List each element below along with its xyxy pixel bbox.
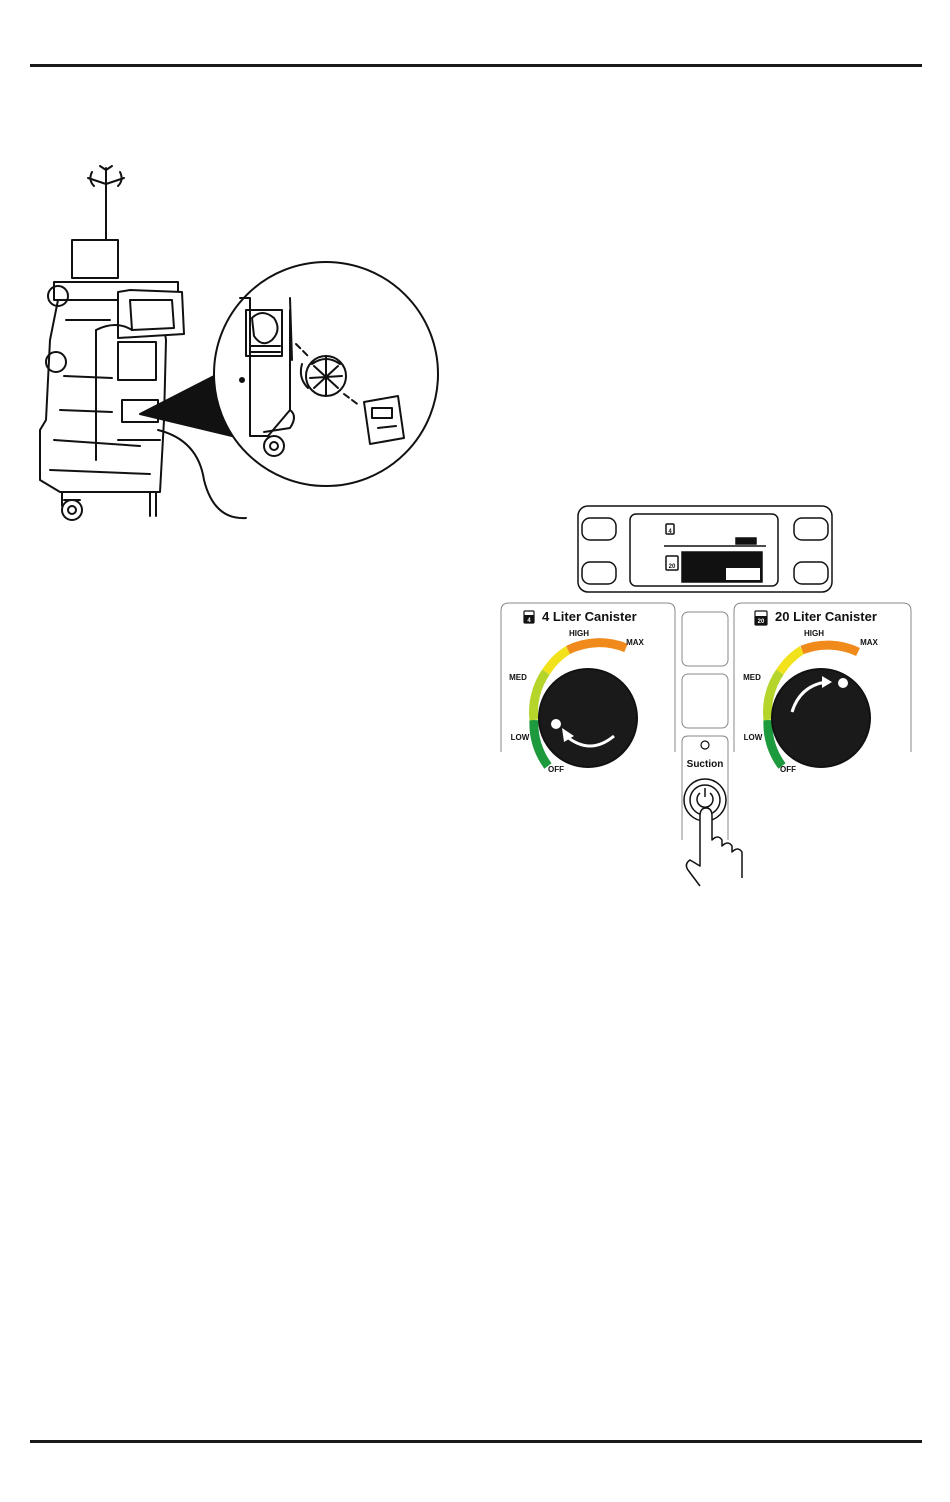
center-button-top[interactable] bbox=[682, 612, 728, 666]
right-label-high: HIGH bbox=[804, 629, 824, 638]
left-panel-title: 4 Liter Canister bbox=[542, 609, 637, 624]
left-label-high: HIGH bbox=[569, 629, 589, 638]
display-button-bottom-right[interactable] bbox=[794, 562, 828, 584]
suction-label: Suction bbox=[687, 759, 724, 770]
suction-indicator-light bbox=[701, 741, 709, 749]
left-knob-indicator bbox=[551, 719, 561, 729]
right-canister-icon-number: 20 bbox=[758, 619, 765, 625]
display-unit bbox=[578, 506, 832, 592]
right-label-max: MAX bbox=[860, 638, 878, 647]
bottom-rule bbox=[30, 1440, 922, 1443]
left-knob[interactable] bbox=[539, 669, 637, 767]
right-label-off: OFF bbox=[780, 765, 796, 774]
left-label-off: OFF bbox=[548, 765, 564, 774]
display-large-canister-icon: 20 bbox=[669, 564, 676, 570]
right-knob-indicator bbox=[838, 678, 848, 688]
left-label-low: LOW bbox=[511, 733, 530, 742]
right-label-med: MED bbox=[743, 673, 761, 682]
right-label-low: LOW bbox=[744, 733, 763, 742]
display-button-top-left[interactable] bbox=[582, 518, 616, 540]
right-panel-title: 20 Liter Canister bbox=[775, 609, 877, 624]
display-button-top-right[interactable] bbox=[794, 518, 828, 540]
center-button-middle[interactable] bbox=[682, 674, 728, 728]
left-label-max: MAX bbox=[626, 638, 644, 647]
display-button-bottom-left[interactable] bbox=[582, 562, 616, 584]
left-label-med: MED bbox=[509, 673, 527, 682]
